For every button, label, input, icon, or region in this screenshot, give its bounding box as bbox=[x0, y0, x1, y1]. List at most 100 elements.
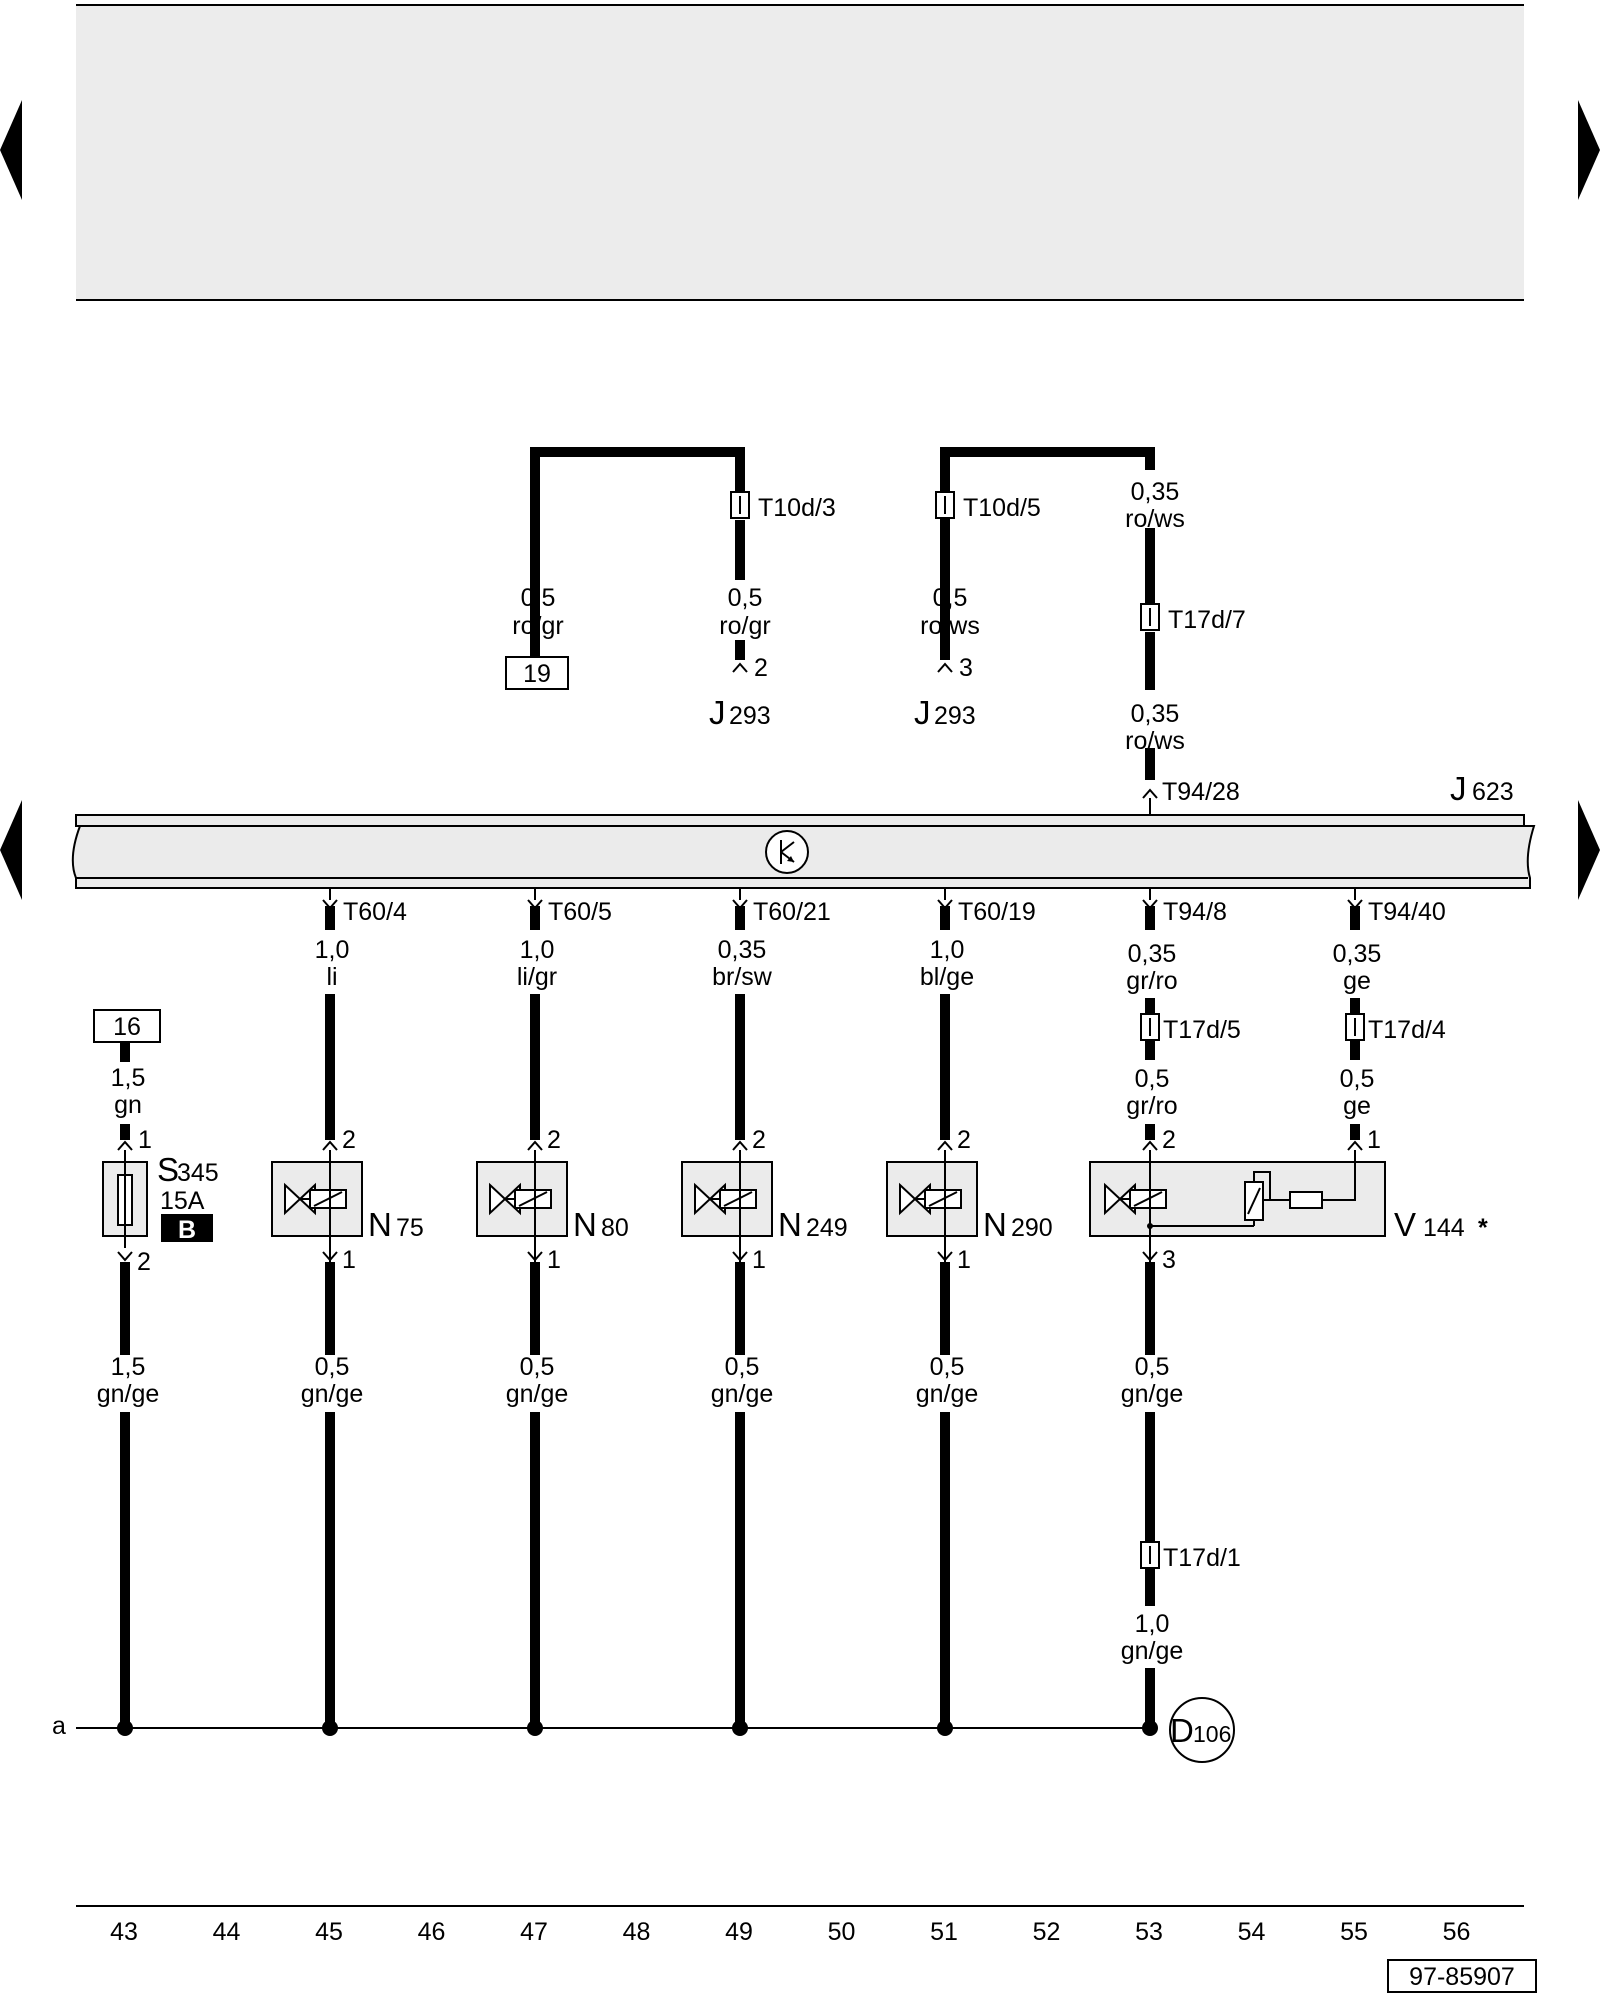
pump-pin-b: 1 bbox=[1367, 1126, 1381, 1154]
valve-color: br/sw bbox=[712, 963, 773, 991]
ref-box-19[interactable] bbox=[505, 656, 569, 690]
electronics-icon bbox=[765, 830, 809, 874]
ref-box-16-label: 16 bbox=[113, 1013, 141, 1041]
pump-number: 144 bbox=[1423, 1214, 1465, 1242]
pump-size-b: 0,35 bbox=[1333, 940, 1382, 968]
valve-pin-out: 1 bbox=[342, 1246, 356, 1274]
pin-connector-icon bbox=[1142, 788, 1158, 799]
loop1-right-size: 0,5 bbox=[728, 584, 763, 612]
valve-pin-in: 2 bbox=[547, 1126, 561, 1154]
valve-out-size: 0,5 bbox=[315, 1353, 350, 1381]
solenoid-valve-n75-icon[interactable] bbox=[271, 1150, 363, 1262]
column-number: 55 bbox=[1340, 1918, 1368, 1946]
pin-connector-icon bbox=[937, 1140, 953, 1151]
ground-bus bbox=[76, 1720, 1158, 1736]
valve-pin-in: 2 bbox=[957, 1126, 971, 1154]
ref-box-16[interactable] bbox=[93, 1009, 161, 1043]
valve-letter: N bbox=[573, 1206, 597, 1243]
column-number: 47 bbox=[520, 1918, 548, 1946]
valve-size: 0,35 bbox=[718, 936, 767, 964]
pump-size-a: 0,35 bbox=[1128, 940, 1177, 968]
valve-pin-out: 1 bbox=[957, 1246, 971, 1274]
j293-a-number: 293 bbox=[729, 702, 771, 730]
loop1-left-color: ro/gr bbox=[512, 612, 563, 640]
column-number: 53 bbox=[1135, 1918, 1163, 1946]
solenoid-valve-n249-icon[interactable] bbox=[681, 1150, 773, 1262]
pump-color-a: gr/ro bbox=[1126, 967, 1177, 995]
column-number: 51 bbox=[930, 1918, 958, 1946]
header-band bbox=[76, 4, 1524, 301]
ref-box-19-label: 19 bbox=[523, 660, 551, 688]
connector-t17d-1-icon bbox=[1140, 1541, 1160, 1569]
pin-connector-icon bbox=[732, 1140, 748, 1151]
valve-size: 1,0 bbox=[930, 936, 965, 964]
column-number: 46 bbox=[418, 1918, 446, 1946]
pump-cu-pin-a: T94/8 bbox=[1163, 898, 1227, 926]
valve-number: 249 bbox=[806, 1214, 848, 1242]
fuse-badge-label: B bbox=[178, 1216, 196, 1244]
loop2-right-connector: T17d/7 bbox=[1168, 606, 1246, 634]
column-number: 52 bbox=[1033, 1918, 1061, 1946]
fuse-s345-icon[interactable] bbox=[102, 1150, 148, 1248]
loop2-left-connector: T10d/5 bbox=[963, 494, 1041, 522]
ground-point-d106[interactable] bbox=[1169, 1697, 1235, 1763]
pin-connector-icon bbox=[1142, 1140, 1158, 1151]
solenoid-valve-n290-icon[interactable] bbox=[886, 1150, 978, 1262]
fuse-size: 1,5 bbox=[111, 1064, 146, 1092]
prev-page-arrow-top[interactable] bbox=[0, 100, 22, 200]
pump-gnd-size: 1,0 bbox=[1135, 1610, 1170, 1638]
loop2-right-upper-color: ro/ws bbox=[1125, 505, 1185, 533]
fuse-number: 345 bbox=[177, 1159, 219, 1187]
pin-connector-icon bbox=[322, 1251, 338, 1262]
j293-b-letter: J bbox=[914, 694, 931, 731]
j623-number: 623 bbox=[1472, 778, 1514, 806]
valve-letter: N bbox=[778, 1206, 802, 1243]
pump-out-color: gn/ge bbox=[1121, 1380, 1184, 1408]
valve-size: 1,0 bbox=[520, 936, 555, 964]
next-page-arrow-mid[interactable] bbox=[1578, 800, 1600, 900]
ground-point-prefix: D bbox=[1170, 1712, 1194, 1749]
column-number: 48 bbox=[623, 1918, 651, 1946]
loop2-right-lower-color: ro/ws bbox=[1125, 727, 1185, 755]
pin-connector-icon bbox=[527, 1251, 543, 1262]
column-number: 44 bbox=[213, 1918, 241, 1946]
pump-conn-a: T17d/5 bbox=[1163, 1016, 1241, 1044]
loop2-right-upper-size: 0,35 bbox=[1131, 478, 1180, 506]
solenoid-valve-n80-icon[interactable] bbox=[476, 1150, 568, 1262]
pump-conn-b: T17d/4 bbox=[1368, 1016, 1446, 1044]
pin-connector-icon bbox=[937, 662, 953, 673]
prev-page-arrow-mid[interactable] bbox=[0, 800, 22, 900]
column-number: 43 bbox=[110, 1918, 138, 1946]
valve-number: 75 bbox=[396, 1214, 424, 1242]
pump-cu-pin-b: T94/40 bbox=[1368, 898, 1446, 926]
valve-out-size: 0,5 bbox=[930, 1353, 965, 1381]
pin-connector-icon bbox=[117, 1251, 133, 1262]
valve-letter: N bbox=[368, 1206, 392, 1243]
pump-conn-gnd: T17d/1 bbox=[1163, 1544, 1241, 1572]
diagram-id-box bbox=[1387, 1959, 1537, 1993]
valve-out-color: gn/ge bbox=[506, 1380, 569, 1408]
ground-bus-label: a bbox=[52, 1712, 66, 1740]
valve-out-size: 0,5 bbox=[520, 1353, 555, 1381]
valve-out-size: 0,5 bbox=[725, 1353, 760, 1381]
valve-cu-pin: T60/21 bbox=[753, 898, 831, 926]
loop2-right-cu-pin: T94/28 bbox=[1162, 778, 1240, 806]
valve-color: li bbox=[326, 963, 337, 991]
next-page-arrow-top[interactable] bbox=[1578, 100, 1600, 200]
valve-pin-in: 2 bbox=[752, 1126, 766, 1154]
column-number: 56 bbox=[1443, 1918, 1471, 1946]
fuse-color: gn bbox=[114, 1091, 142, 1119]
column-number: 54 bbox=[1238, 1918, 1266, 1946]
pump-mark: * bbox=[1478, 1214, 1488, 1242]
fuse-badge bbox=[161, 1214, 213, 1242]
loop1-right-color: ro/gr bbox=[719, 612, 770, 640]
loop1-right-pin: 2 bbox=[754, 654, 768, 682]
fuse-out-color: gn/ge bbox=[97, 1380, 160, 1408]
connector-t17d-4-icon bbox=[1345, 1013, 1365, 1041]
pump-v144-icon[interactable] bbox=[1089, 1150, 1386, 1262]
valve-color: li/gr bbox=[517, 963, 557, 991]
